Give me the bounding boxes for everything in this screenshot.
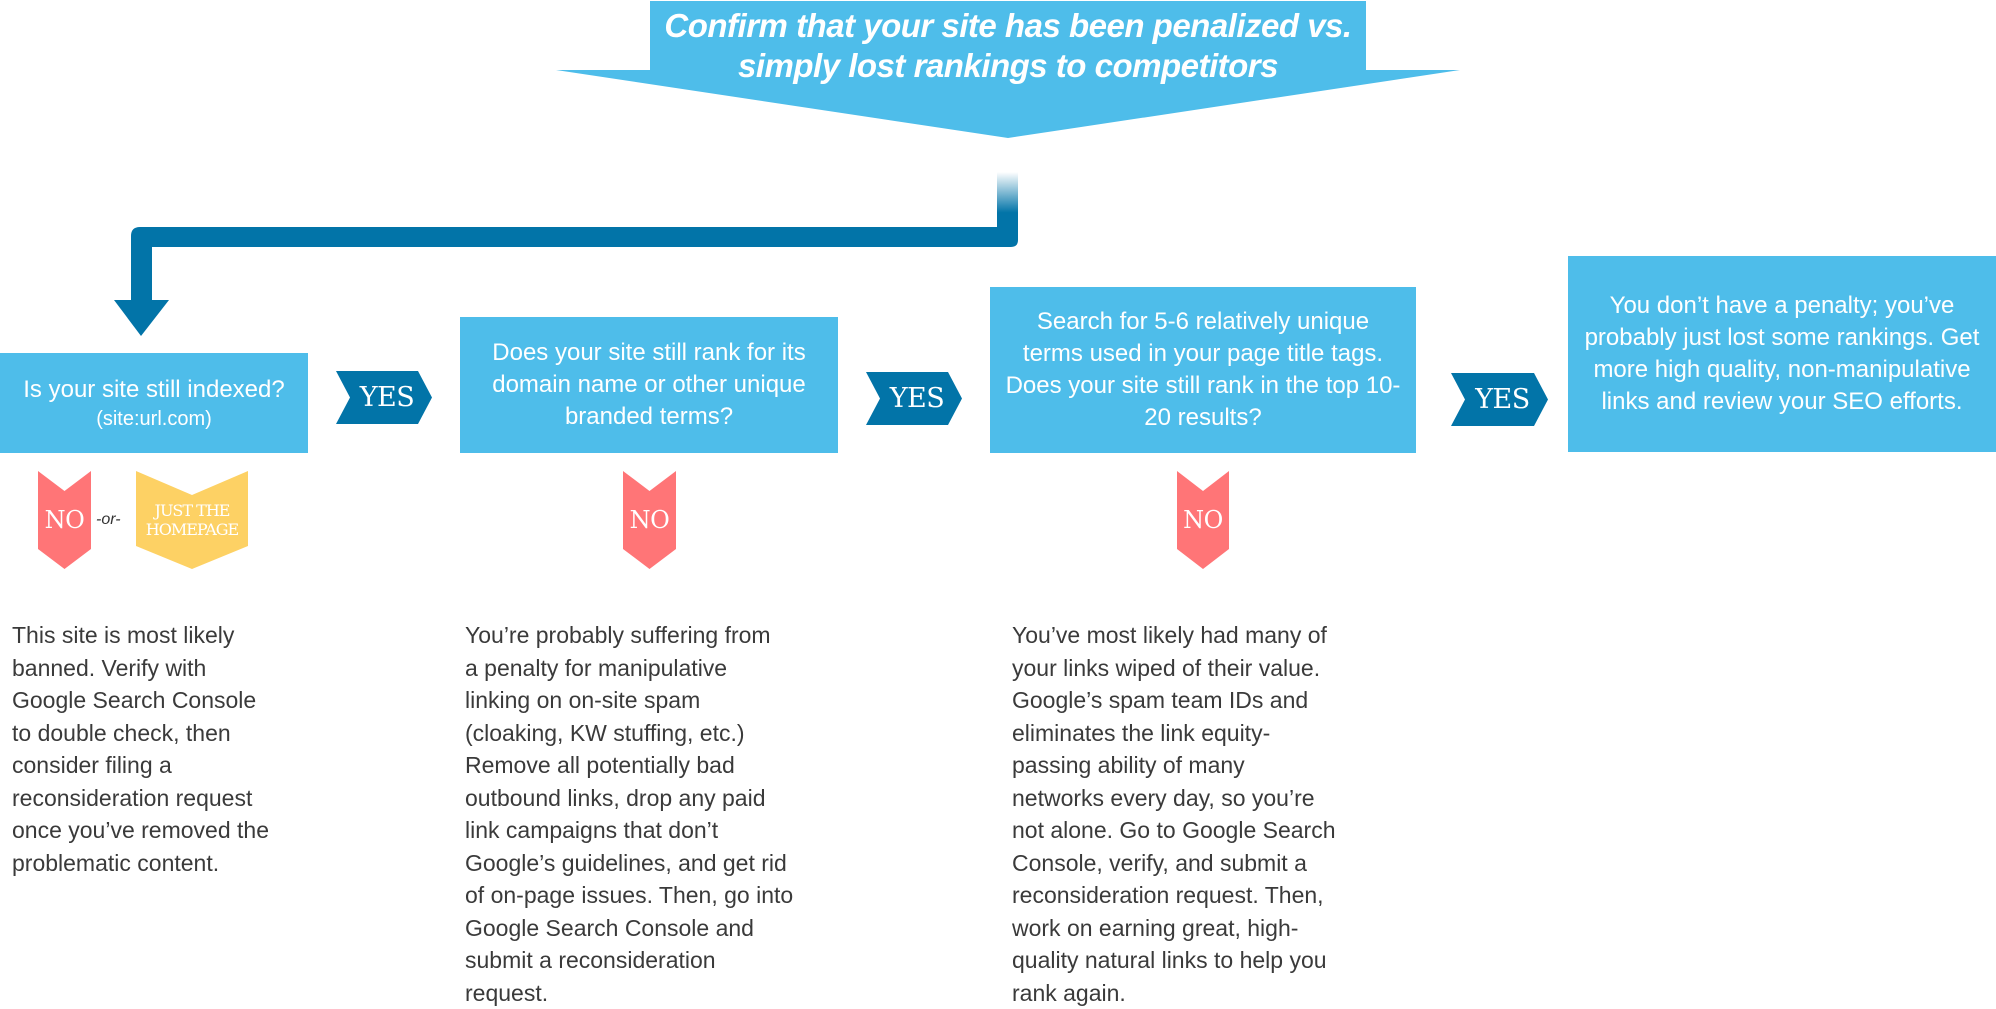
conclusion-text: You don’t have a penalty; you’ve probabl… — [1584, 292, 1980, 415]
top-banner-arrow — [556, 1, 1460, 138]
yes-label-2: YES — [889, 383, 945, 414]
outcome-banned: This site is most likely banned. Verify … — [12, 622, 269, 876]
outcome-on-site-penalty: You’re probably suffering from a penalty… — [465, 622, 794, 1006]
question-text: Is your site still indexed? — [23, 376, 285, 403]
or-label: -or- — [96, 511, 121, 528]
yes-chevron-1 — [336, 371, 432, 424]
question-box-indexed: Is your site still indexed? (site:url.co… — [0, 353, 308, 453]
yes-chevron-2 — [866, 372, 962, 425]
banner-line-1: Confirm that your site has been penalize… — [664, 7, 1352, 44]
no-chevron-3 — [1177, 471, 1229, 569]
yes-label-1: YES — [359, 382, 415, 413]
no-label-2: NO — [629, 506, 670, 534]
no-label-3: NO — [1183, 506, 1223, 534]
no-label-1: NO — [44, 506, 85, 534]
question-subtext: (site:url.com) — [96, 408, 212, 430]
no-chevron-1 — [38, 471, 91, 569]
outcome-links-devalued: You’ve most likely had many of your link… — [1012, 622, 1336, 1006]
yes-chevron-3 — [1451, 373, 1548, 426]
banner-title: Confirm that your site has been penalize… — [650, 6, 1366, 86]
banner-line-2: simply lost rankings to competitors — [738, 47, 1278, 84]
homepage-label: JUST THE HOMEPAGE — [136, 494, 248, 546]
homepage-label-line-2: HOMEPAGE — [145, 520, 239, 539]
yes-label-3: YES — [1475, 384, 1530, 415]
question-box-title-terms: Search for 5-6 relatively unique terms u… — [990, 287, 1416, 453]
question-box-branded: Does your site still rank for its domain… — [460, 317, 838, 453]
question-text: Does your site still rank for its domain… — [492, 339, 806, 430]
conclusion-box-no-penalty: You don’t have a penalty; you’ve probabl… — [1568, 256, 1996, 452]
question-text: Search for 5-6 relatively unique terms u… — [1005, 308, 1401, 431]
connector-arrow — [114, 172, 1018, 336]
homepage-label-line-1: JUST THE — [154, 501, 231, 520]
no-chevron-2 — [623, 471, 676, 569]
homepage-chevron — [136, 471, 248, 569]
